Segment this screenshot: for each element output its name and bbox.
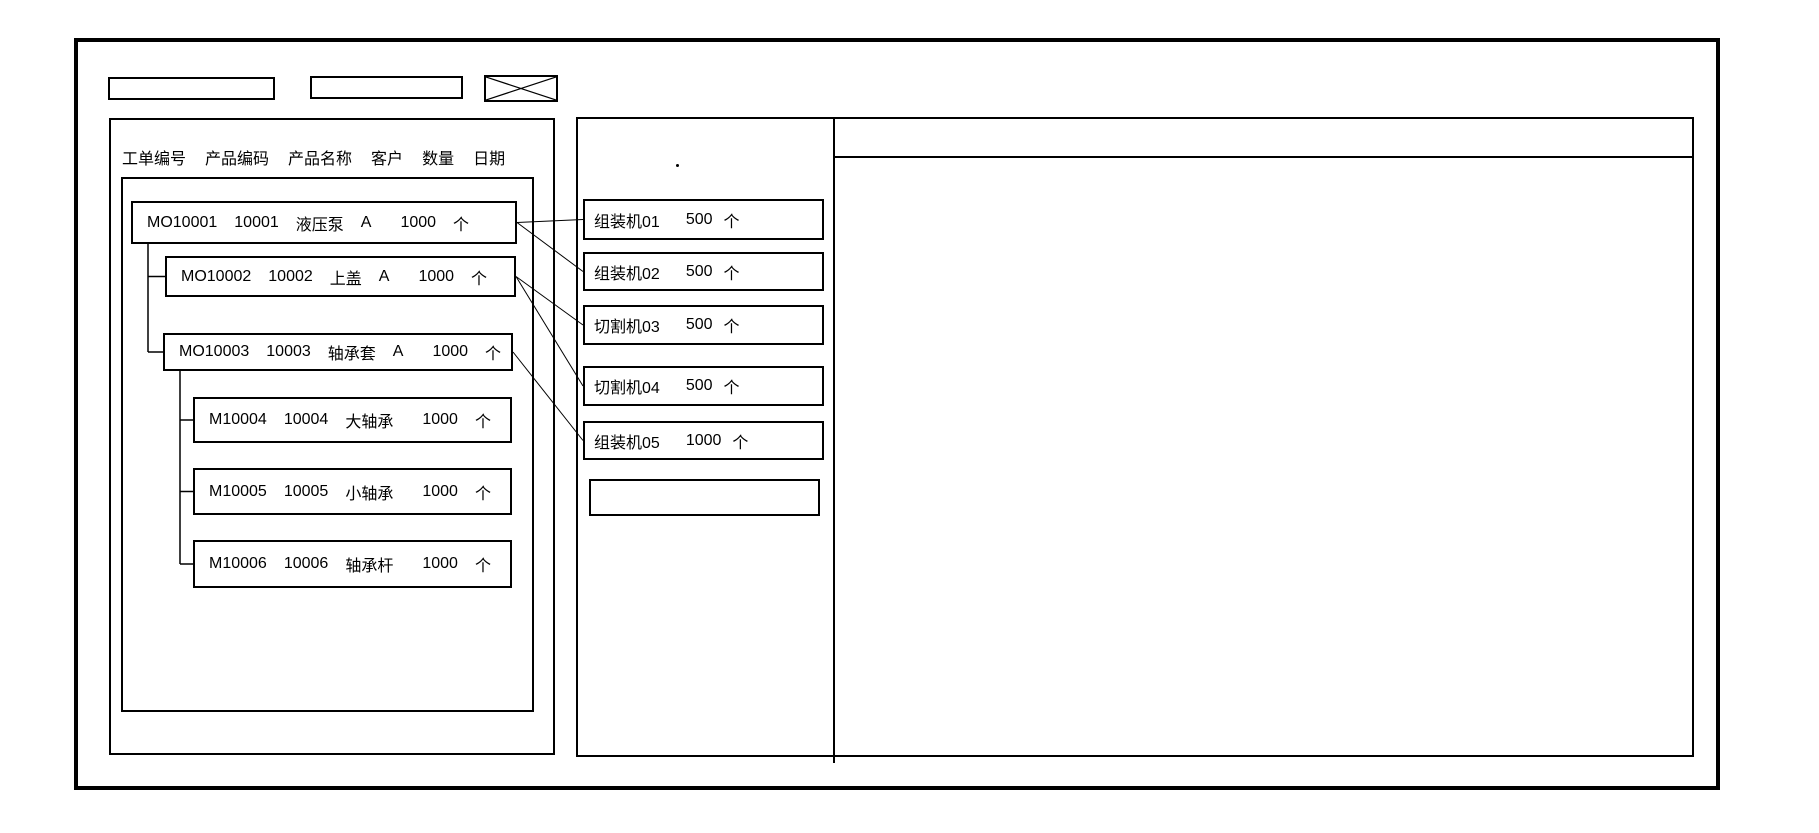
column-header-product-code: 产品编码	[205, 151, 270, 168]
crossed-box-button[interactable]	[484, 75, 558, 102]
order-no: M10005	[209, 482, 267, 500]
machine-unit: 个	[732, 434, 749, 452]
product-code: 10002	[268, 267, 313, 285]
machine-name: 切割机03	[594, 319, 660, 336]
machine-row-02[interactable]: 组装机02 500 个	[583, 252, 824, 291]
toolbar-field-2[interactable]	[310, 76, 463, 99]
quantity: 1000	[400, 213, 437, 231]
product-code: 10005	[283, 482, 329, 500]
product-code: 10004	[283, 411, 329, 428]
column-header-date: 日期	[473, 151, 506, 168]
customer: A	[378, 267, 390, 285]
unit: 个	[474, 485, 491, 503]
unit: 个	[474, 558, 491, 575]
machine-row-05[interactable]: 组装机05 1000 个	[583, 421, 824, 460]
machine-qty: 1000	[685, 431, 722, 449]
machine-unit: 个	[723, 213, 740, 231]
unit: 个	[453, 216, 470, 234]
machine-unit: 个	[723, 265, 740, 283]
stray-dot	[676, 164, 679, 167]
machine-qty: 500	[685, 210, 713, 228]
order-no: MO10002	[181, 267, 252, 285]
x-cross-icon	[486, 77, 556, 100]
machine-name: 切割机04	[594, 380, 660, 397]
customer: A	[392, 343, 404, 360]
order-no: M10004	[209, 411, 267, 428]
work-order-tree-container	[121, 177, 534, 712]
machine-row-04[interactable]: 切割机04 500 个	[583, 366, 824, 406]
machine-name: 组装机02	[594, 265, 660, 283]
machine-name: 组装机01	[594, 213, 660, 231]
toolbar-field-1[interactable]	[108, 77, 275, 100]
quantity: 1000	[432, 343, 469, 360]
machine-unit: 个	[723, 319, 740, 336]
work-order-row-MO10001[interactable]: MO10001 10001 液压泵 A 1000 个	[131, 201, 517, 244]
column-header-order-no: 工单编号	[122, 151, 187, 168]
quantity: 1000	[422, 411, 458, 428]
product-code: 10003	[266, 343, 311, 360]
panel-divider-tail	[833, 755, 835, 763]
work-order-row-M10004[interactable]: M10004 10004 大轴承 1000 个	[193, 397, 512, 443]
column-header-row: 工单编号 产品编码 产品名称 客户 数量 日期	[122, 146, 505, 168]
product-name: 上盖	[329, 270, 362, 288]
machine-unit: 个	[723, 380, 740, 397]
machine-qty: 500	[685, 316, 713, 333]
machine-qty: 500	[685, 377, 713, 394]
unit: 个	[471, 270, 488, 288]
window-frame	[74, 38, 1720, 790]
product-name: 液压泵	[295, 216, 344, 234]
unit: 个	[474, 414, 491, 431]
quantity: 1000	[422, 482, 458, 500]
machine-row-03[interactable]: 切割机03 500 个	[583, 305, 824, 345]
product-name: 轴承套	[327, 346, 376, 363]
product-code: 10001	[234, 213, 279, 231]
machine-row-empty[interactable]	[589, 479, 820, 516]
detail-panel-header-divider	[835, 156, 1694, 158]
order-no: M10006	[209, 555, 267, 572]
machine-row-01[interactable]: 组装机01 500 个	[583, 199, 824, 240]
work-order-row-M10005[interactable]: M10005 10005 小轴承 1000 个	[193, 468, 512, 515]
work-order-row-M10006[interactable]: M10006 10006 轴承杆 1000 个	[193, 540, 512, 588]
customer: A	[360, 213, 372, 231]
order-no: MO10003	[179, 343, 250, 360]
detail-panel	[833, 117, 1694, 757]
work-order-row-MO10002[interactable]: MO10002 10002 上盖 A 1000 个	[165, 256, 516, 297]
product-name: 大轴承	[345, 414, 394, 431]
product-code: 10006	[283, 555, 329, 572]
quantity: 1000	[418, 267, 455, 285]
order-no: MO10001	[147, 213, 218, 231]
product-name: 小轴承	[345, 485, 394, 503]
column-header-product-name: 产品名称	[288, 151, 353, 168]
column-header-quantity: 数量	[422, 151, 455, 168]
column-header-customer: 客户	[371, 151, 404, 168]
machine-name: 组装机05	[594, 434, 660, 452]
machine-qty: 500	[685, 262, 713, 280]
quantity: 1000	[422, 555, 458, 572]
unit: 个	[485, 346, 502, 363]
product-name: 轴承杆	[345, 558, 394, 575]
work-order-row-MO10003[interactable]: MO10003 10003 轴承套 A 1000 个	[163, 333, 513, 371]
